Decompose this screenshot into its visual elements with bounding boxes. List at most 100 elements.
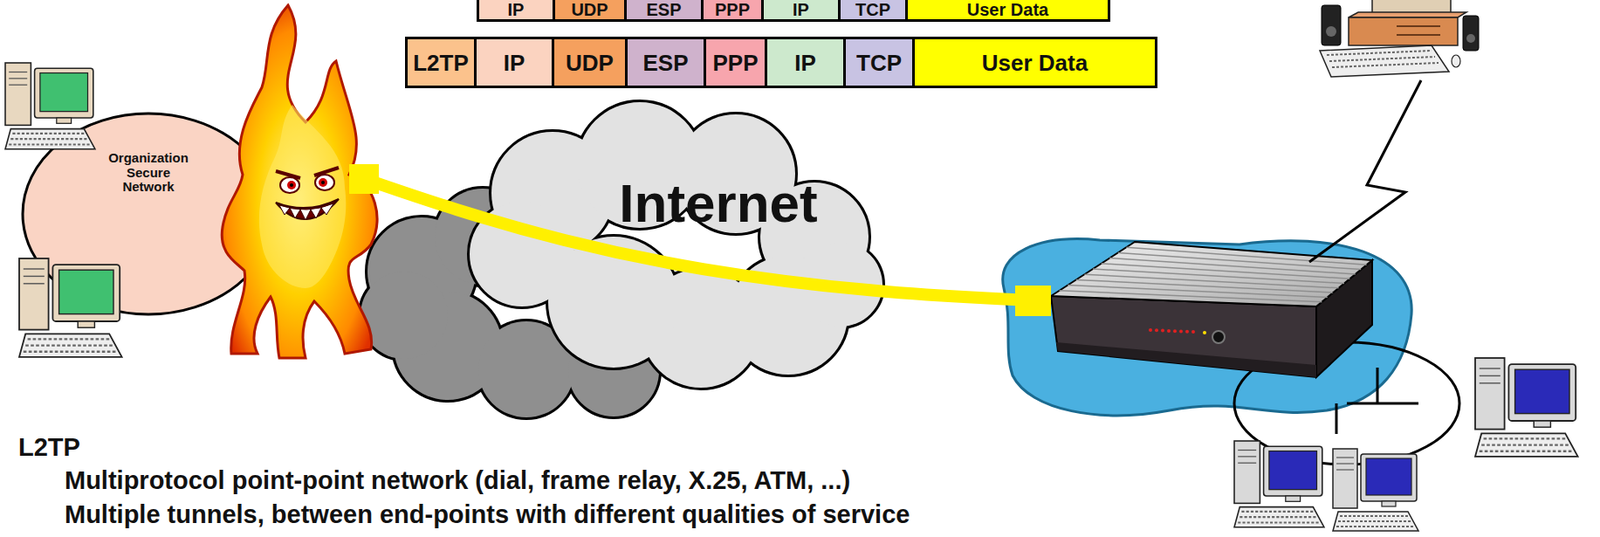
header-field-name: L2TP [412,49,469,76]
keyboard-keys [1332,62,1439,68]
section-heading: L2TP [18,432,81,462]
keyboard [19,333,123,357]
router-top [1050,241,1373,307]
cloud-body-fill [469,201,575,307]
packet-field: ESP [624,36,707,89]
router-vent [1076,279,1333,293]
monitor-stand [1285,495,1301,502]
header-field-name: ESP [645,0,681,20]
router-led [1160,329,1165,333]
pc-tower [1234,440,1260,503]
header-field-name: User Data [981,49,1088,76]
keyboard-keys [1326,50,1432,55]
tunnel-end [1015,285,1051,316]
packet-field: IP [761,0,841,22]
pc-tower [1332,448,1358,509]
monitor-screen [40,73,89,112]
monitor-case [34,68,94,118]
keyboard-keys [12,132,86,135]
drive-slot [1336,456,1354,458]
keyboard-keys [1239,515,1318,518]
header-field-name: TCP [856,49,902,76]
monitor-case [1263,446,1323,496]
header-field-name: IP [792,0,810,20]
desktop-case-top [1348,12,1467,18]
speaker-cone [1466,34,1476,43]
lan-computer [1234,440,1325,528]
router-led [1173,329,1177,333]
header-field-name: UDP [565,49,614,76]
devil-teeth [279,203,334,220]
vpn-tunnel [364,178,1031,301]
router-vent [1118,252,1361,269]
router-led [1191,329,1195,334]
drive-slot [1237,462,1257,464]
cloud-body-outline [469,201,575,307]
packet-field: PPP [700,0,764,22]
router-led [1167,329,1171,333]
router-front-band [1056,342,1317,378]
wireless-link [1309,80,1422,262]
monitor-stand [56,117,72,124]
packet-field: IP [476,0,556,22]
drive-slot [1479,375,1501,377]
packet-field: UDP [552,0,627,22]
firewall-flame [221,5,378,358]
devil-brow [314,167,339,176]
text-holder: Multiprotocol point-point network (dial,… [64,465,851,495]
devil-pupil [318,178,328,187]
monitor-screen [1269,451,1318,490]
monitor-screen [1515,369,1570,413]
packet-field: TCP [843,36,915,89]
keyboard-keys [10,137,89,140]
tunnel-end [349,164,379,194]
cloud-shadow-fill [360,271,448,359]
keyboard-keys [1336,525,1415,528]
pc-tower [19,258,49,330]
drive-slot [23,267,45,269]
network-label-holder: Organization Secure Network [101,151,196,195]
drive-slot [1237,455,1257,457]
packet-field: TCP [837,0,908,22]
lan-computer [1332,448,1419,531]
keyboard-keys [8,143,92,145]
keyboard [1332,511,1419,531]
lan-computer [1475,357,1579,457]
keyboard-keys [1237,521,1321,523]
speaker [1321,5,1341,46]
speaker [1462,15,1479,51]
monitor-base [1372,0,1451,16]
router-vent [1126,247,1367,265]
devil-brow [275,171,301,179]
devil-eye [280,177,300,193]
keyboard [1234,507,1325,528]
keyboard [1475,432,1579,456]
router-side [1316,260,1373,378]
router-vent [1084,274,1339,289]
packet-field: PPP [703,36,768,89]
office-computer [19,258,123,358]
bullet-text: Multiple tunnels, between end-points wit… [64,499,910,529]
packet-field: ESP [624,0,704,22]
cloud-shadow-outline [360,271,448,359]
monitor-screen [1366,458,1412,495]
keyboard [5,129,96,150]
devil-pupil-dot [321,180,325,185]
header-field-name: ESP [642,49,688,76]
drive-slot [8,84,28,86]
header-field-name: User Data [967,0,1049,20]
router-front [1050,295,1317,378]
mouse [1451,54,1461,68]
keyboard-keys [1338,520,1413,522]
header-field-name: IP [508,0,525,20]
monitor-stand [1381,501,1396,507]
drive-slot [1479,367,1501,369]
lan-tap [1335,403,1339,434]
drive-slot [23,275,45,277]
packet-field: UDP [551,36,628,89]
internet-cloud-shape [351,96,888,419]
devil-pupil [287,180,296,190]
keyboard-keys [1481,443,1571,446]
header-field-name: PPP [714,0,750,20]
packet-field: IP [764,36,846,89]
